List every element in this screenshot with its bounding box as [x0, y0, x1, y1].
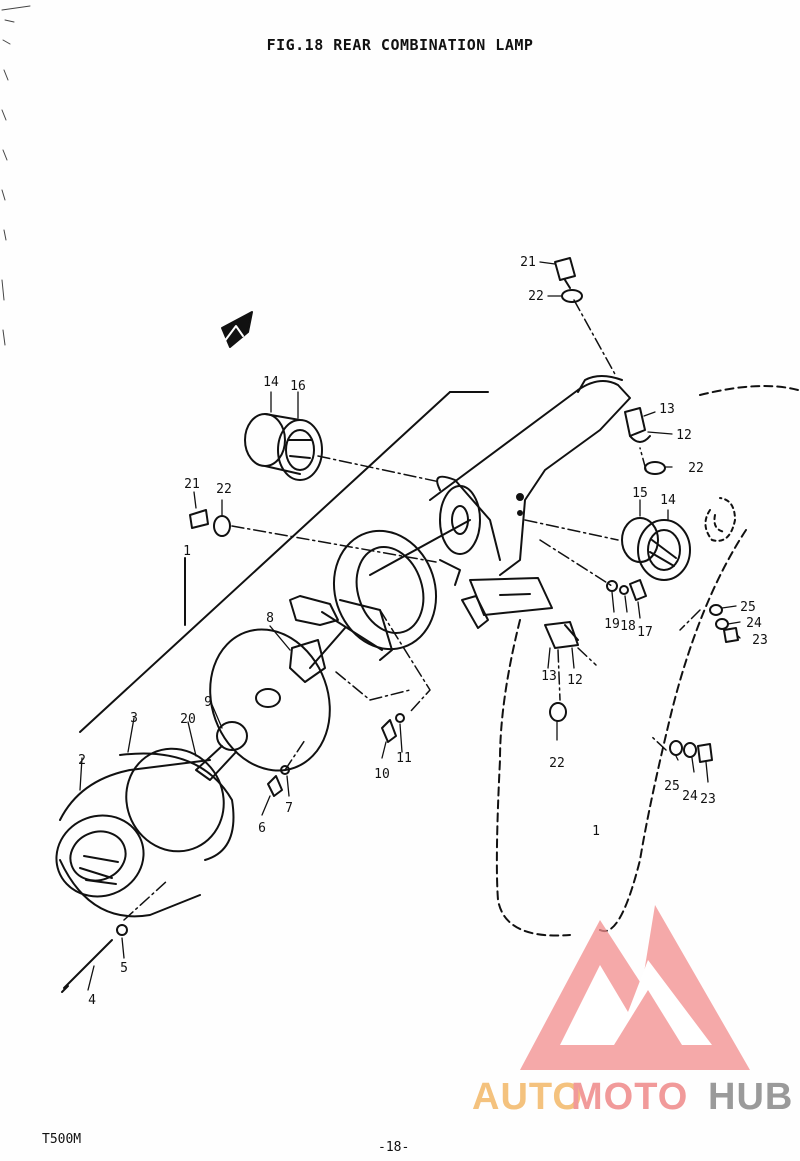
callout-6: 6	[258, 821, 266, 836]
nut-parts-23-25-upper	[709, 604, 739, 643]
washer-part-11	[395, 713, 405, 723]
washer-part-22-right	[644, 461, 666, 475]
fender-detail	[704, 497, 736, 542]
callout-21-left: 21	[184, 477, 200, 492]
leader-line-1	[79, 391, 451, 733]
callout-11: 11	[396, 751, 412, 766]
callout-22-right: 22	[688, 461, 704, 476]
callout-1b: 1	[592, 824, 600, 839]
callout-22-left: 22	[216, 482, 232, 497]
screw-part-4	[61, 939, 113, 993]
wire-clip-parts-17-19	[606, 579, 647, 601]
callout-25-upper: 25	[740, 600, 756, 615]
callout-9: 9	[204, 695, 212, 710]
gasket-plate	[209, 628, 331, 772]
callout-4: 4	[88, 993, 96, 1008]
lens-ring-part-16	[277, 419, 323, 481]
callout-15: 15	[632, 486, 648, 501]
scan-noise	[1, 5, 31, 346]
lamp-base-plate	[332, 519, 471, 651]
lens-part-14-upper	[244, 413, 301, 475]
callout-22-top: 22	[528, 289, 544, 304]
callout-2: 2	[78, 753, 86, 768]
callout-12-lower: 12	[567, 673, 583, 688]
watermark-text-moto: MOTO	[571, 1076, 689, 1118]
callout-24-upper: 24	[746, 616, 762, 631]
turn-signal-bracket	[429, 375, 631, 576]
callout-1: 1	[183, 544, 191, 559]
callout-7: 7	[285, 801, 293, 816]
figure-title: FIG.18 REAR COMBINATION LAMP	[266, 36, 534, 54]
callout-18: 18	[620, 619, 636, 634]
callout-22-lower: 22	[549, 756, 565, 771]
callout-23-lower: 23	[700, 792, 716, 807]
callout-14-upper: 14	[263, 375, 279, 390]
callout-14-right: 14	[660, 493, 676, 508]
callout-leaders	[79, 261, 741, 991]
screw-part-10	[381, 719, 397, 743]
watermark-text-hub: HUB	[708, 1076, 794, 1118]
socket-part-8	[289, 627, 346, 683]
rear-fender-outline	[495, 385, 799, 937]
callout-25-lower: 25	[664, 779, 680, 794]
screw-part-6	[267, 775, 283, 797]
callout-5: 5	[120, 961, 128, 976]
bulb-part-9	[195, 721, 248, 781]
assembly-center-lines	[123, 299, 701, 921]
callout-12-upper: 12	[676, 428, 692, 443]
bolt-part-21-left	[189, 509, 209, 529]
mounting-plate	[461, 577, 553, 629]
callout-10: 10	[374, 767, 390, 782]
forward-arrow-icon	[221, 311, 253, 348]
callout-23-upper: 23	[752, 633, 768, 648]
callout-16: 16	[290, 379, 306, 394]
callout-24-lower: 24	[682, 789, 698, 804]
lens-gasket-part-3	[119, 752, 235, 861]
washer-part-5	[116, 924, 128, 936]
callout-19: 19	[604, 617, 620, 632]
page-number: -18-	[378, 1140, 410, 1155]
washer-part-22-left	[213, 515, 231, 537]
nut-parts-23-25-lower	[669, 740, 713, 763]
bolt-part-13-lower	[544, 621, 579, 649]
callout-17: 17	[637, 625, 653, 640]
watermark-text-auto: AUTO	[472, 1076, 583, 1118]
model-code: T500M	[42, 1132, 82, 1147]
lens-part-14-right	[637, 519, 691, 581]
bolt-part-13-upper	[624, 407, 651, 443]
watermark-logo-icon	[520, 905, 750, 1070]
callout-8: 8	[266, 611, 274, 626]
callout-13-upper: 13	[659, 402, 675, 417]
bolt-part-21-top	[554, 257, 576, 289]
callout-13-lower: 13	[541, 669, 557, 684]
callout-20: 20	[180, 712, 196, 727]
lamp-lens-part-2	[55, 747, 225, 918]
washer-part-7	[280, 765, 290, 775]
washer-part-22-top	[561, 289, 583, 303]
callout-21-top: 21	[520, 255, 536, 270]
callout-3: 3	[130, 711, 138, 726]
washer-part-22-lower	[549, 702, 567, 722]
bulb-holder-bracket	[289, 595, 393, 661]
